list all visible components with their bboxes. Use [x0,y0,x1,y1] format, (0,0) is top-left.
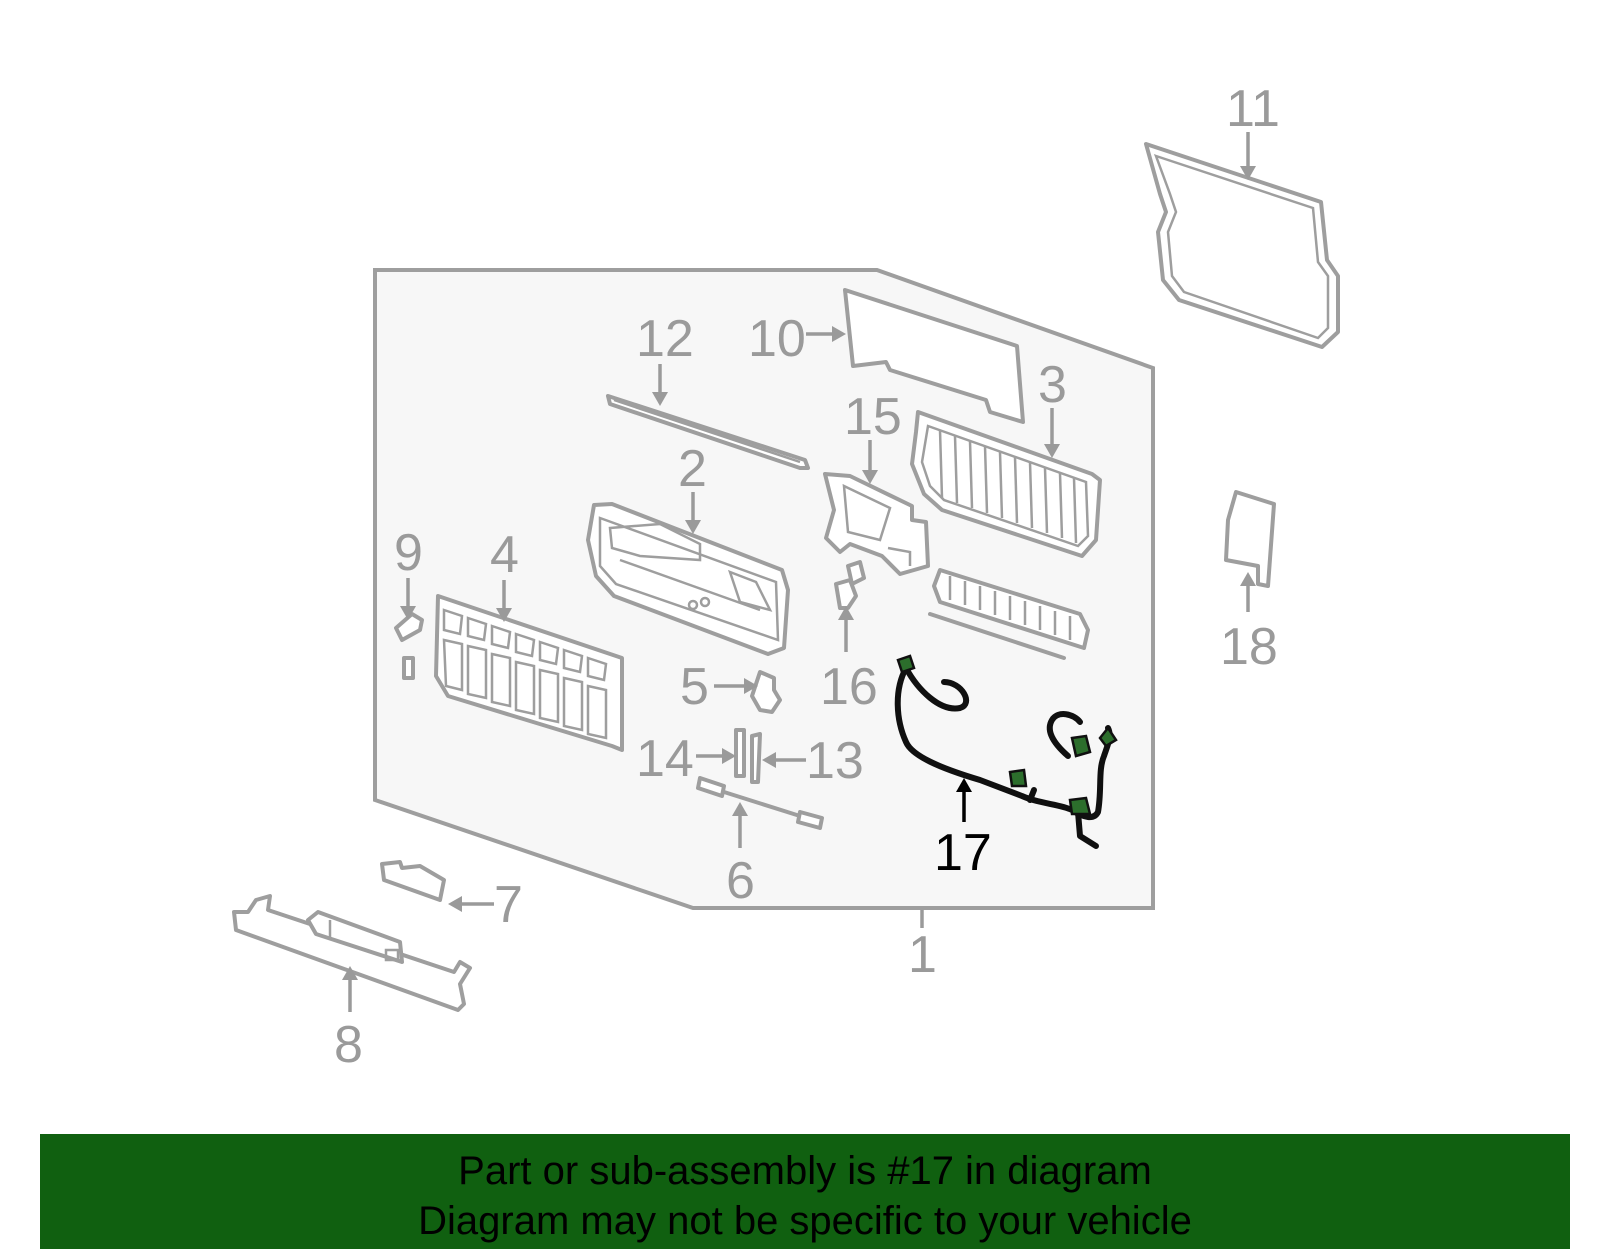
part-8-sill [232,894,472,1012]
callout-18: 18 [1220,618,1278,676]
callout-4: 4 [490,526,519,584]
part-6-cable [696,776,824,830]
part-13-rod [750,732,762,784]
banner-line-2: Diagram may not be specific to your vehi… [418,1199,1192,1243]
callout-15: 15 [844,388,902,446]
connector [896,654,916,674]
part-12-strip [606,394,810,470]
part-15-bracket [823,472,930,576]
part-18-cover [1224,490,1276,588]
part-5-latch [750,670,782,714]
callout-10: 10 [748,310,806,368]
part-14-rod [734,728,746,778]
part-3-ribbed-panel [910,410,1102,558]
callout-17: 17 [934,824,992,882]
callout-13: 13 [806,732,864,790]
callout-11: 11 [1226,80,1280,138]
part-10-panel [843,288,1025,424]
callout-labels: 11 10 12 3 15 2 9 4 18 16 5 14 13 6 7 8 … [334,80,1280,1074]
banner-line-1: Part or sub-assembly is #17 in diagram [458,1149,1152,1193]
connector [1070,734,1092,758]
connector [1098,725,1118,748]
info-banner: Part or sub-assembly is #17 in diagram D… [40,1134,1570,1249]
callout-8: 8 [334,1016,363,1074]
callout-6: 6 [726,852,755,910]
callout-arrows [342,132,1256,1012]
callout-3: 3 [1038,356,1067,414]
part-11-seal [1144,142,1340,349]
callout-5: 5 [680,658,709,716]
callout-9: 9 [394,524,423,582]
part-2-door-panel [586,502,790,656]
callout-12: 12 [636,310,694,368]
part-4-grille-panel [434,594,624,752]
part-7-bracket [380,860,446,902]
callout-2: 2 [678,440,707,498]
callout-16: 16 [820,658,878,716]
connector [1068,796,1092,816]
part-17-wiring-harness [894,654,1118,849]
callout-14: 14 [636,730,694,788]
part-16-handle [834,560,866,610]
callout-1: 1 [908,926,937,984]
callout-7: 7 [494,876,523,934]
trim-strip [928,568,1090,660]
connector [1008,768,1028,788]
